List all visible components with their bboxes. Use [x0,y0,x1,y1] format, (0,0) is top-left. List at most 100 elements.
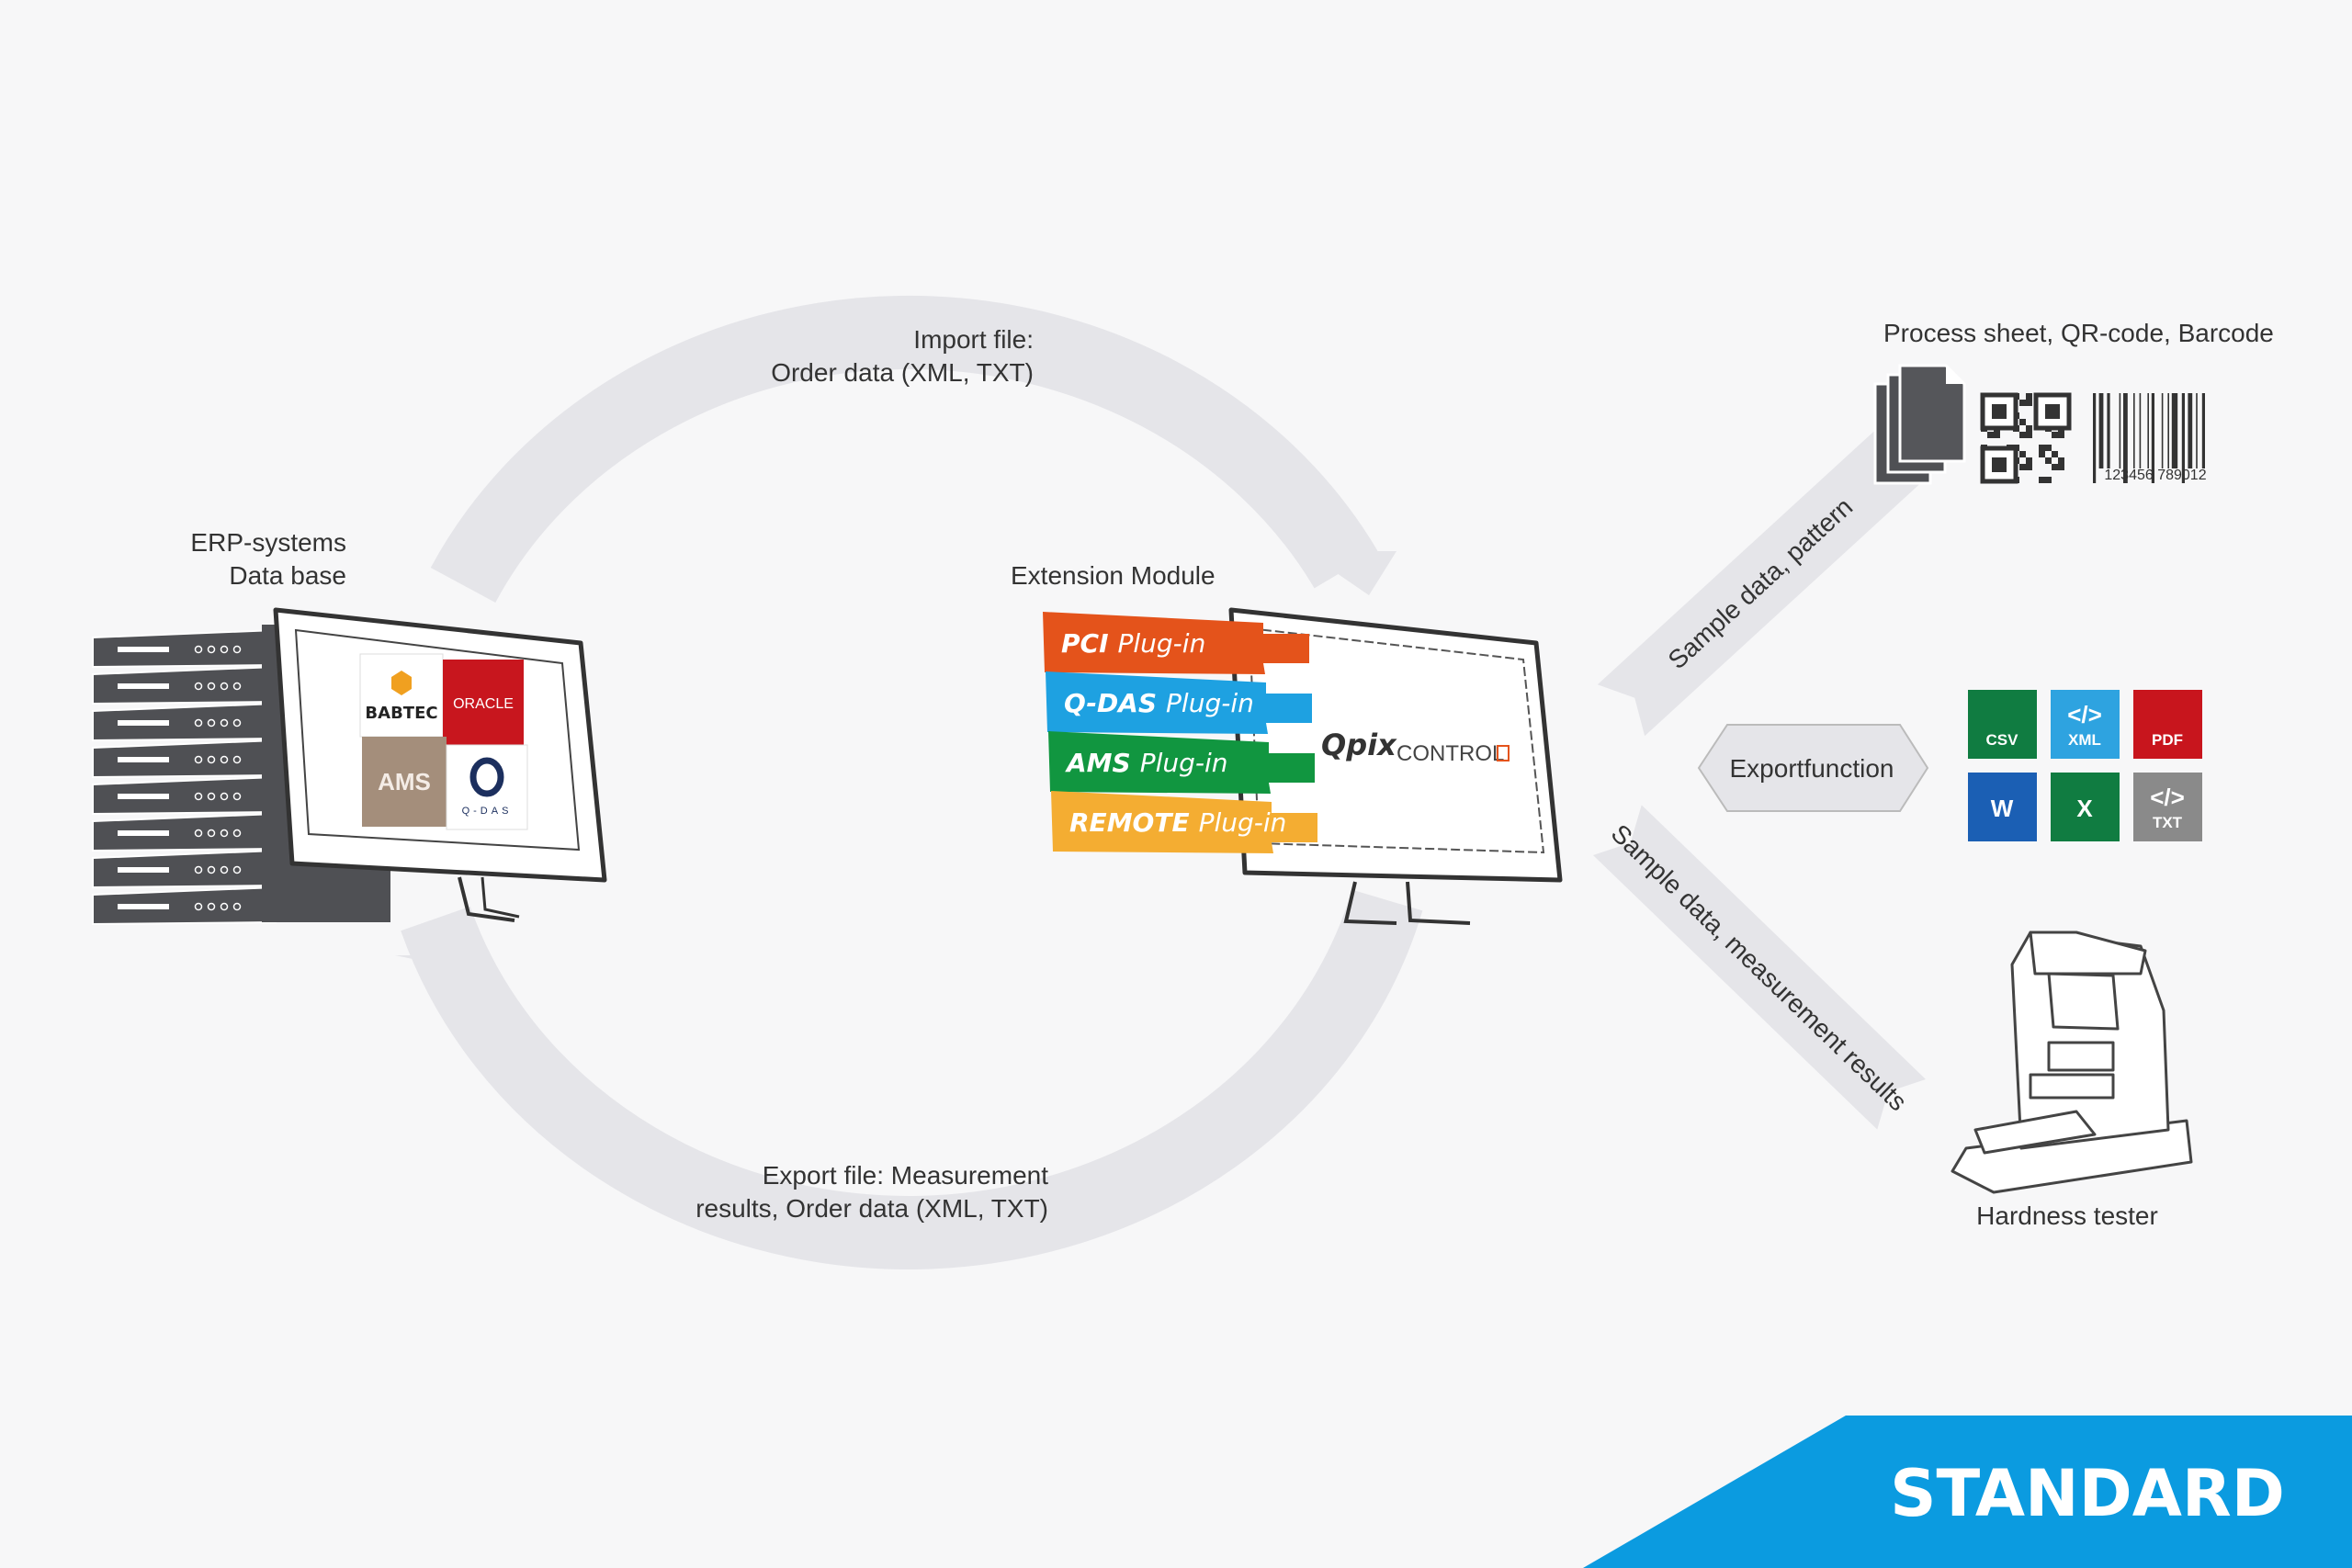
oracle-logo: ORACLE [453,696,514,712]
server-led [194,682,203,691]
server-led [220,902,229,911]
import-label-line1: Import file: [913,325,1034,354]
exportfunction-badge: Exportfunction [1697,724,1929,812]
erp-label-line2: Data base [229,561,346,590]
server-led [207,792,216,801]
export-arrowhead [395,955,487,964]
sample-results-arrow: Sample data, measurement results [1592,805,1927,1130]
qdas-logo-icon [469,757,504,797]
server-led [194,718,203,728]
plugin-suffix: Plug-in [1199,807,1287,838]
server-led [232,792,242,801]
server-slot [118,720,169,726]
barcode-number: 123456 789012 [2104,468,2206,483]
server-led [220,829,229,838]
server-led [220,792,229,801]
qpix-product: CONTROL [1396,741,1504,766]
hardness-tester-icon [1951,931,2193,1194]
exportfunction-label: Exportfunction [1730,754,1894,783]
plugin-label: PCI Plug-in [1061,628,1205,659]
server-led [232,645,242,654]
qpix-brand: Qpix [1321,728,1397,762]
format-csv-icon: CSV [1968,690,2037,759]
erp-monitor: BABTEC ORACLE AMS Q-DAS [273,607,607,922]
server-led [194,902,203,911]
plugin-label: AMS Plug-in [1065,748,1228,778]
server-slot [118,830,169,836]
qpix-logo-mark-icon [1497,745,1510,761]
format-label: XML [2068,731,2101,749]
server-led [207,755,216,764]
server-led [207,645,216,654]
plugin-remote: REMOTE Plug-in [1051,791,1317,853]
format-xml-icon: XML </> [2051,690,2120,759]
server-led [220,865,229,874]
format-w-icon: W [1968,773,2037,841]
plugin-ams: AMS Plug-in [1048,731,1315,794]
plugin-label: REMOTE Plug-in [1069,807,1286,838]
server-led [194,755,203,764]
process-sheet-label: Process sheet, QR-code, Barcode [1883,319,2274,347]
format-label: X [2076,795,2093,822]
babtec-logo-icon [391,671,412,695]
server-led [207,682,216,691]
server-led [232,829,242,838]
plugin-name: PCI [1061,628,1109,659]
server-led [207,718,216,728]
format-label: PDF [2152,731,2183,749]
import-label-line2: Order data (XML, TXT) [771,358,1034,387]
export-label-line1: Export file: Measurement [763,1161,1048,1190]
format-label: TXT [2153,814,2183,831]
server-led [194,865,203,874]
server-led [194,792,203,801]
server-slot [118,647,169,652]
server-led [220,682,229,691]
qr-code-icon [1980,392,2072,484]
plugin-name: AMS [1065,748,1131,778]
sample-results-label: Sample data, measurement results [1606,818,1913,1116]
sample-pattern-label: Sample data, pattern [1663,492,1859,674]
standard-label: STANDARD [1890,1456,2285,1531]
qdas-logo: Q-DAS [462,806,513,817]
export-arc [401,889,1423,1269]
extension-module-label: Extension Module [1011,561,1216,590]
server-led [220,755,229,764]
server-led [194,645,203,654]
code-icon: </> [2067,701,2102,728]
server-slot [118,757,169,762]
export-format-grid: CSV XML </> PDF W X TXT </> [1968,690,2202,841]
barcode-icon [2093,393,2205,483]
format-label: CSV [1986,731,2019,749]
server-led [207,865,216,874]
server-led [220,718,229,728]
server-slot [118,904,169,909]
hardness-tester-label: Hardness tester [1976,1201,2158,1230]
plugin-name: REMOTE [1069,807,1190,838]
server-led [207,829,216,838]
server-led [232,755,242,764]
babtec-logo: BABTEC [365,704,437,723]
server-led [194,829,203,838]
plugin-puzzle-piece [1051,791,1317,853]
document-stack-icon [1873,364,1966,485]
plugin-puzzle-piece [1048,731,1315,794]
server-slot [118,867,169,873]
format-txt-icon: TXT </> [2133,773,2202,841]
code-icon: </> [2150,784,2185,811]
plugin-puzzle-piece [1043,612,1309,674]
plugin-puzzle-piece [1046,671,1312,734]
plugin-suffix: Plug-in [1118,628,1206,659]
plugin-suffix: Plug-in [1140,748,1228,778]
server-slot [118,794,169,799]
standard-banner [1583,1416,2352,1568]
plugin-suffix: Plug-in [1166,688,1254,718]
plugin-pci: PCI Plug-in [1043,612,1309,674]
server-led [220,645,229,654]
erp-label-line1: ERP-systems [190,528,346,557]
ams-logo: AMS [378,768,431,795]
format-pdf-icon: PDF [2133,690,2202,759]
